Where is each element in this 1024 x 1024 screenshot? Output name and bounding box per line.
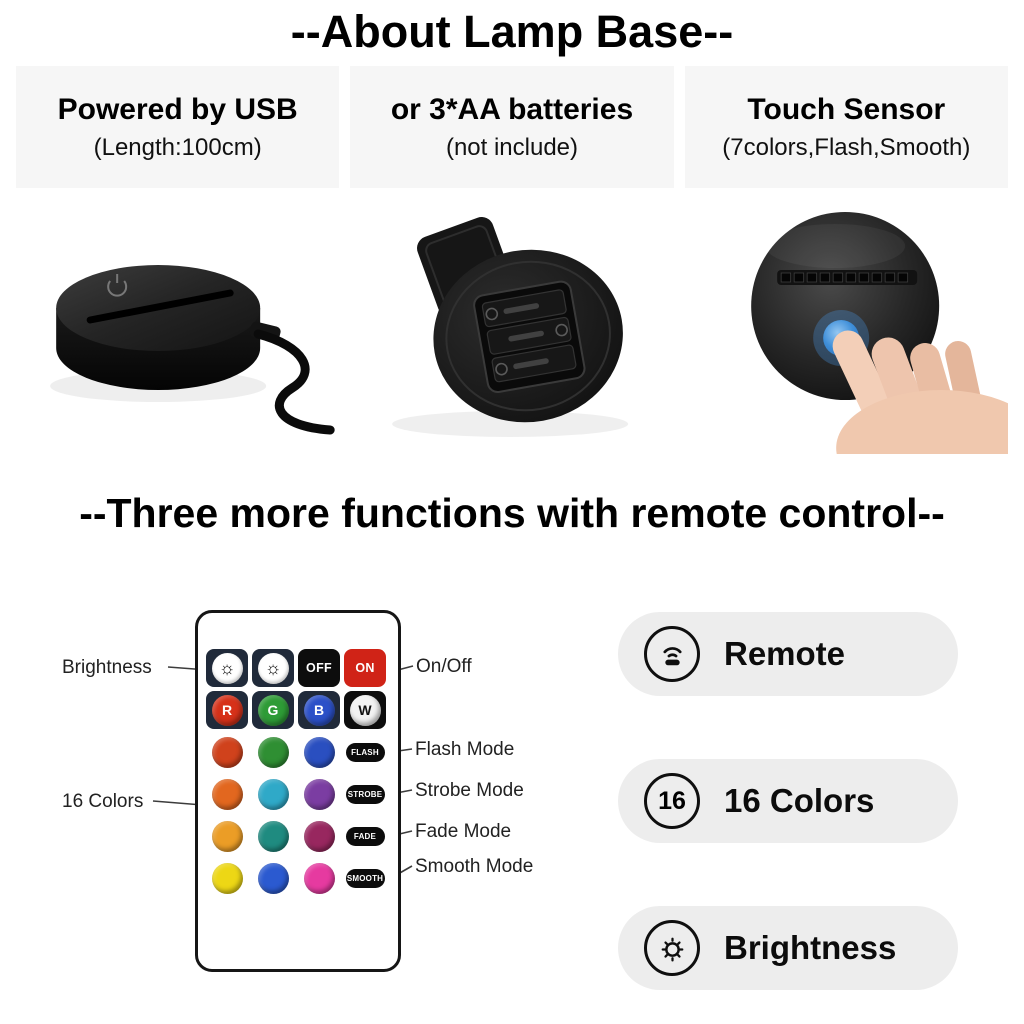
- color-sky-blue-button: [252, 775, 294, 813]
- color-blue-button: [298, 733, 340, 771]
- green-button: G: [252, 691, 294, 729]
- column-touch-header: Touch Sensor (7colors,Flash,Smooth): [684, 66, 1008, 188]
- color-pink-button: [298, 859, 340, 897]
- column-battery-header: or 3*AA batteries (not include): [350, 66, 674, 188]
- column-touch-subtitle: (7colors,Flash,Smooth): [722, 133, 971, 161]
- callout-smooth-mode: Smooth Mode: [415, 856, 534, 877]
- color-red-orange-button: [206, 733, 248, 771]
- lamp-slot: [86, 289, 234, 324]
- feature-brightness: Brightness: [618, 906, 958, 990]
- usb-cable: [253, 329, 335, 435]
- callout-strobe-mode: Strobe Mode: [415, 780, 524, 801]
- color-purple-button: [298, 775, 340, 813]
- color-yellow-button: [206, 859, 248, 897]
- touch-power-icon: [107, 274, 128, 297]
- column-touch: Touch Sensor (7colors,Flash,Smooth): [684, 66, 1008, 454]
- feature-remote-label: Remote: [724, 635, 846, 672]
- column-touch-title: Touch Sensor: [747, 92, 946, 126]
- column-usb-title: Powered by USB: [57, 92, 298, 126]
- feature-16-colors: 16 16 Colors: [618, 759, 958, 843]
- column-battery: or 3*AA batteries (not include): [350, 66, 674, 454]
- feature-list: Remote 16 16 Colors: [618, 612, 958, 990]
- color-amber-button: [206, 817, 248, 855]
- badge-16-text: 16: [658, 786, 686, 815]
- color-royal-blue-button: [252, 859, 294, 897]
- callout-16-colors: 16 Colors: [62, 791, 144, 812]
- photo-usb-lamp-base: [16, 188, 340, 454]
- color-orange-button: [206, 775, 248, 813]
- photo-battery-compartment: [350, 188, 674, 454]
- callout-flash-mode: Flash Mode: [415, 739, 515, 760]
- column-usb: Powered by USB (Length:100cm): [16, 66, 340, 454]
- strobe-mode-button: STROBE: [344, 775, 386, 813]
- photo-touch-sensor: [684, 188, 1008, 454]
- battery-compartment-illustration: [392, 217, 629, 437]
- on-button: ON: [344, 649, 386, 687]
- lamp-base-underside: [433, 249, 624, 423]
- remote-icon: [644, 626, 700, 682]
- lamp-base-columns: Powered by USB (Length:100cm): [16, 66, 1008, 454]
- callout-brightness: Brightness: [62, 657, 152, 678]
- flash-mode-button: FLASH: [344, 733, 386, 771]
- callout-fade-mode: Fade Mode: [415, 821, 512, 842]
- feature-brightness-label: Brightness: [724, 929, 897, 966]
- touch-sensor-illustration: [750, 212, 1008, 454]
- page-title: --About Lamp Base--: [290, 6, 734, 57]
- color-magenta-button: [298, 817, 340, 855]
- column-usb-subtitle: (Length:100cm): [93, 133, 262, 161]
- column-usb-header: Powered by USB (Length:100cm): [16, 66, 340, 188]
- hand: [832, 330, 1008, 454]
- red-button: R: [206, 691, 248, 729]
- feature-remote: Remote: [618, 612, 958, 696]
- brightness-icon: [644, 920, 700, 976]
- color-green-button: [252, 733, 294, 771]
- callout-on-off: On/Off: [416, 656, 472, 677]
- brightness-up-button: ☼: [206, 649, 248, 687]
- led-windows: [780, 272, 908, 283]
- off-button: OFF: [298, 649, 340, 687]
- smooth-mode-button: SMOOTH: [344, 859, 386, 897]
- usb-lamp-base-illustration: [50, 265, 335, 435]
- blue-button: B: [298, 691, 340, 729]
- feature-16-colors-label: 16 Colors: [724, 782, 875, 819]
- column-battery-title: or 3*AA batteries: [390, 92, 634, 126]
- remote-section: Brightness On/Off Flash Mode Strobe Mode…: [0, 600, 1024, 1020]
- white-button: W: [344, 691, 386, 729]
- column-battery-subtitle: (not include): [445, 133, 579, 161]
- brightness-down-button: ☼: [252, 649, 294, 687]
- fade-mode-button: FADE: [344, 817, 386, 855]
- color-teal-button: [252, 817, 294, 855]
- section-title: --Three more functions with remote contr…: [79, 490, 945, 536]
- count-16-badge: 16: [644, 773, 700, 829]
